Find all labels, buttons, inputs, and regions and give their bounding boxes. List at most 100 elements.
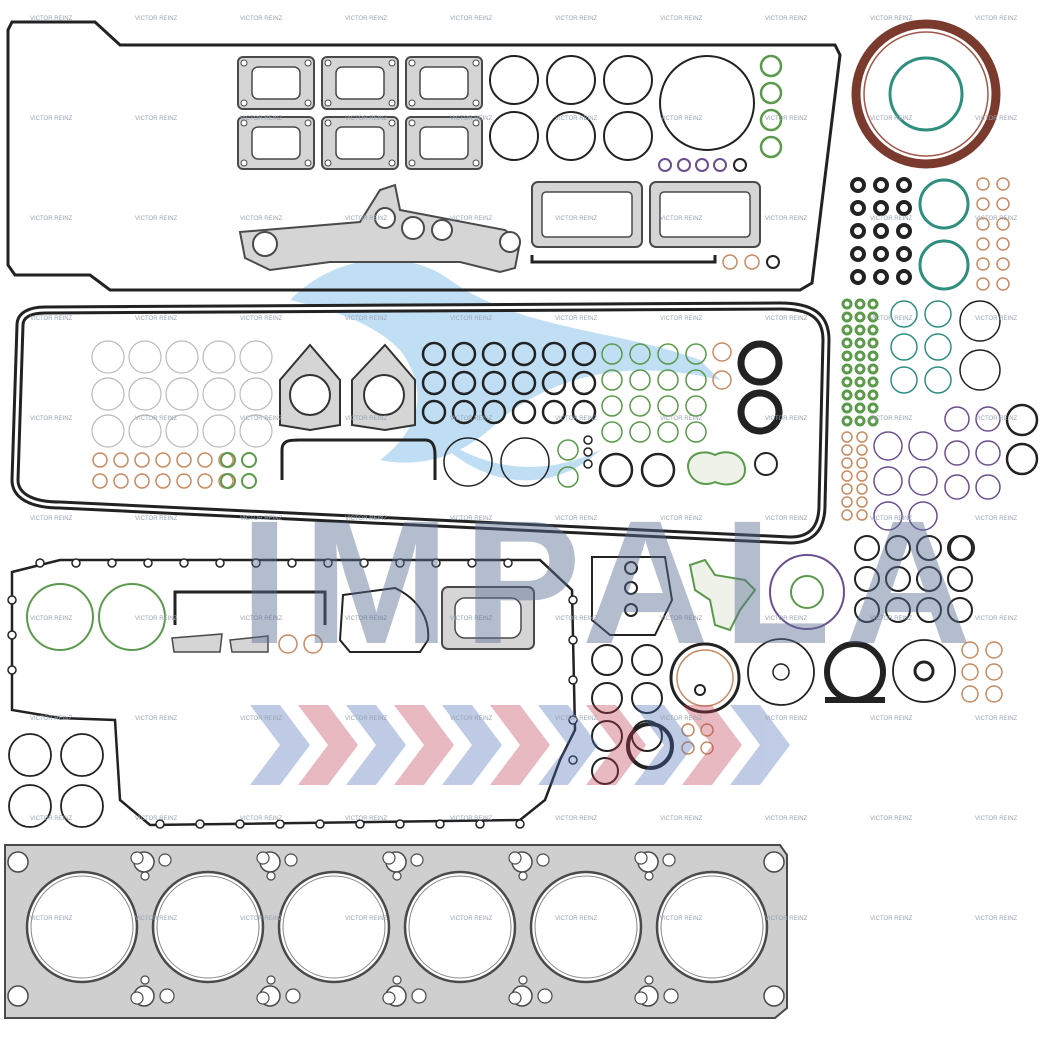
bolt-hole bbox=[304, 159, 312, 167]
manifold-hole bbox=[499, 231, 521, 253]
watermark-stamp-text: VICTOR REINZ bbox=[450, 416, 493, 422]
small-ring bbox=[658, 158, 672, 172]
coolant-hole bbox=[508, 991, 522, 1005]
flange-gasket-port bbox=[335, 126, 385, 160]
green-washer bbox=[241, 452, 257, 468]
copper-washer bbox=[841, 457, 853, 469]
small-green-seal bbox=[841, 389, 853, 401]
copper-washer bbox=[712, 342, 732, 362]
copper-washer bbox=[856, 457, 868, 469]
bolt-hole bbox=[624, 581, 638, 595]
watermark-stamp-text: VICTOR REINZ bbox=[135, 16, 178, 22]
shaft-seal-a bbox=[737, 340, 783, 386]
tiny-ring bbox=[583, 447, 593, 457]
head-bolt-hole bbox=[7, 851, 29, 873]
watermark-stamp-text: VICTOR REINZ bbox=[660, 816, 703, 822]
small-green-seal bbox=[867, 389, 879, 401]
green-washer bbox=[220, 473, 236, 489]
bolt-hole bbox=[472, 159, 480, 167]
o-ring bbox=[854, 566, 880, 592]
watermark-stamp-text: VICTOR REINZ bbox=[555, 516, 598, 522]
watermark-chevron bbox=[538, 705, 598, 785]
watermark-stamp-text: VICTOR REINZ bbox=[240, 316, 283, 322]
pan-bolt-hole bbox=[235, 819, 245, 829]
faint-o-ring bbox=[128, 414, 162, 448]
copper-washer bbox=[996, 257, 1010, 271]
intake-o-ring bbox=[603, 55, 653, 105]
watermark-stamp-text: VICTOR REINZ bbox=[660, 616, 703, 622]
bolt-hole bbox=[388, 99, 396, 107]
bolt-hole bbox=[324, 99, 332, 107]
purple-o-ring bbox=[944, 440, 970, 466]
o-ring bbox=[947, 566, 973, 592]
intake-o-ring bbox=[603, 111, 653, 161]
pan-bolt-hole bbox=[7, 595, 17, 605]
small-green-seal bbox=[854, 337, 866, 349]
copper-washer bbox=[303, 634, 323, 654]
coolant-hole bbox=[634, 991, 648, 1005]
copper-washer bbox=[197, 473, 213, 489]
watermark-chevron bbox=[586, 705, 646, 785]
green-o-ring bbox=[657, 343, 679, 365]
small-green-seal bbox=[854, 350, 866, 362]
flange-gasket-port bbox=[419, 66, 469, 100]
manifold-hole bbox=[401, 216, 425, 240]
small-green-seal bbox=[867, 337, 879, 349]
bolt-hole bbox=[324, 119, 332, 127]
green-o-ring bbox=[629, 369, 651, 391]
watermark-stamp-text: VICTOR REINZ bbox=[30, 216, 73, 222]
copper-washer bbox=[700, 723, 714, 737]
pan-bolt-hole bbox=[568, 715, 578, 725]
faint-o-ring bbox=[91, 377, 125, 411]
small-green-seal bbox=[854, 324, 866, 336]
watermark-stamp-text: VICTOR REINZ bbox=[450, 916, 493, 922]
bolt-hole bbox=[388, 119, 396, 127]
cylinder-bore bbox=[655, 870, 769, 984]
purple-o-ring bbox=[908, 466, 938, 496]
small-green-ring bbox=[759, 108, 783, 132]
pan-bolt-hole bbox=[355, 819, 365, 829]
watermark-stamp-text: VICTOR REINZ bbox=[765, 516, 808, 522]
injector-seal bbox=[571, 370, 597, 396]
copper-washer bbox=[841, 483, 853, 495]
watermark-stamp-text: VICTOR REINZ bbox=[555, 616, 598, 622]
watermark-chevron bbox=[730, 705, 790, 785]
flange-gasket-port bbox=[251, 66, 301, 100]
injector-seal bbox=[451, 341, 477, 367]
green-washer bbox=[241, 473, 257, 489]
copper-washer bbox=[92, 473, 108, 489]
pan-bolt-hole bbox=[155, 819, 165, 829]
flange-gasket-port bbox=[419, 126, 469, 160]
small-green-seal bbox=[841, 415, 853, 427]
small-green-seal bbox=[841, 402, 853, 414]
small-green-seal bbox=[867, 363, 879, 375]
coolant-hole bbox=[266, 871, 276, 881]
watermark-stamp-text: VICTOR REINZ bbox=[975, 916, 1018, 922]
teal-o-ring bbox=[918, 178, 970, 230]
faint-o-ring bbox=[202, 340, 236, 374]
pan-bolt-hole bbox=[568, 675, 578, 685]
intake-o-ring bbox=[489, 111, 539, 161]
small-green-seal bbox=[867, 311, 879, 323]
flange-gasket-port bbox=[335, 66, 385, 100]
watermark-stamp-text: VICTOR REINZ bbox=[660, 216, 703, 222]
copper-washer bbox=[985, 641, 1003, 659]
coolant-hole bbox=[536, 853, 550, 867]
watermark-stamp-text: VICTOR REINZ bbox=[135, 716, 178, 722]
small-green-seal bbox=[854, 389, 866, 401]
copper-washer bbox=[113, 473, 129, 489]
coolant-hole bbox=[518, 975, 528, 985]
watermark-stamp-text: VICTOR REINZ bbox=[660, 16, 703, 22]
watermark-chevron bbox=[442, 705, 502, 785]
purple-o-ring bbox=[944, 406, 970, 432]
green-o-ring bbox=[629, 421, 651, 443]
coolant-hole bbox=[130, 991, 144, 1005]
bolt-hole bbox=[624, 561, 638, 575]
faint-o-ring bbox=[91, 414, 125, 448]
watermark-stamp-text: VICTOR REINZ bbox=[765, 916, 808, 922]
watermark-stamp-text: VICTOR REINZ bbox=[450, 216, 493, 222]
injector-seal bbox=[481, 370, 507, 396]
small-ring bbox=[695, 158, 709, 172]
copper-washer bbox=[841, 509, 853, 521]
cylinder-bore-ring bbox=[282, 875, 386, 979]
